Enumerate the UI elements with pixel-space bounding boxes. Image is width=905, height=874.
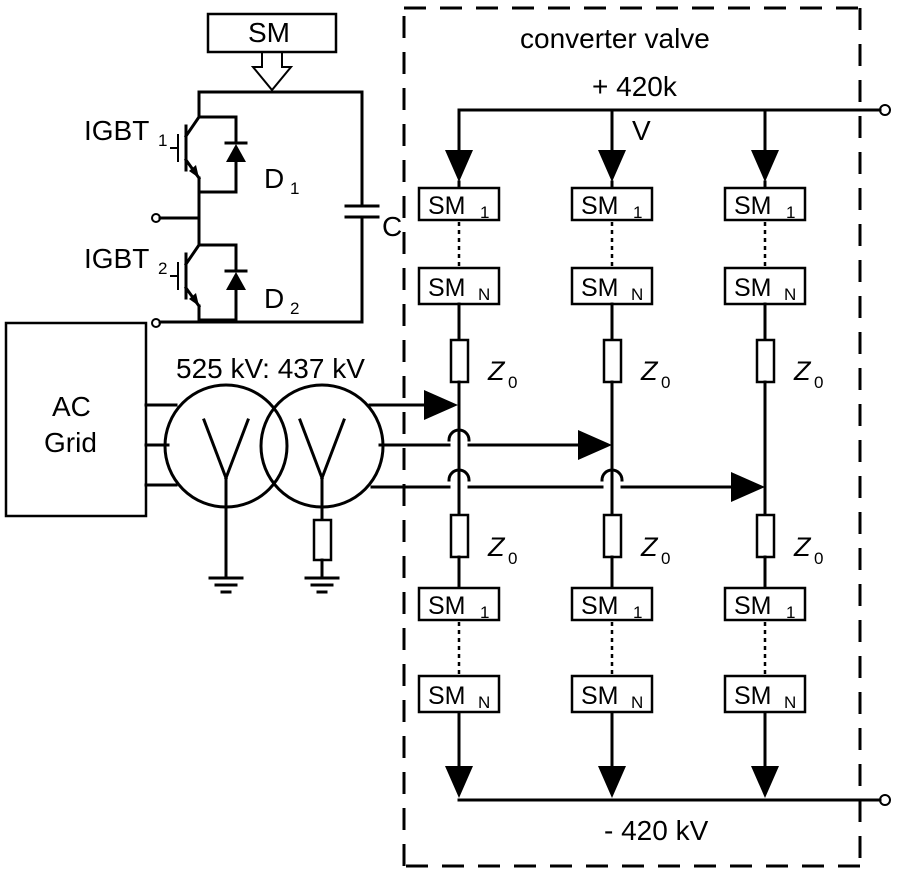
positive-dc-bus — [445, 104, 891, 182]
impedance-subscript: 0 — [814, 549, 823, 568]
sm-header-box — [206, 12, 338, 54]
impedance-label: Z — [793, 356, 812, 386]
transformer-ratio-label: 525 kV: 437 kV — [176, 353, 365, 384]
smn-subscript: N — [784, 693, 796, 712]
lower-arm-c-sm1-box — [723, 586, 807, 622]
positive-voltage-unit: V — [632, 115, 651, 146]
impedance-subscript: 0 — [661, 549, 670, 568]
lower-arm-a-sm1-box — [417, 586, 501, 622]
impedance-label: Z — [640, 532, 659, 562]
diode1-symbol — [197, 115, 248, 194]
sm-box-labels: SM 1 SM 1 SM 1 SM N SM N SM N SM 1 SM 1 … — [428, 192, 796, 712]
upper-arm-c-impedance — [755, 338, 776, 384]
sm1-label: SM — [734, 192, 772, 220]
sm1-label: SM — [581, 592, 619, 620]
ac-grid-box — [4, 321, 148, 518]
igbt2-label: IGBT — [84, 243, 149, 274]
lower-arm-b-sm1-box — [570, 586, 654, 622]
impedance-label: Z — [640, 356, 659, 386]
upper-arm-b-sm1-box — [570, 186, 654, 222]
phase-leg-c — [723, 180, 807, 714]
sm-terminal-bottom — [151, 318, 161, 328]
positive-voltage-label: + 420k — [592, 71, 678, 102]
igbt2-subscript: 2 — [158, 259, 167, 278]
upper-arm-b-smn-box — [570, 266, 654, 306]
sm-terminal-mid — [151, 213, 161, 223]
negative-dc-bus — [445, 708, 891, 806]
phase-leg-b — [570, 180, 654, 714]
lower-arm-c-impedance — [755, 513, 776, 559]
sm-header-label: SM — [248, 17, 290, 48]
impedance-label: Z — [487, 532, 506, 562]
impedance-subscript: 0 — [814, 373, 823, 392]
impedance-subscript: 0 — [508, 373, 517, 392]
igbt1-subscript: 1 — [158, 131, 167, 150]
diode2-symbol — [197, 243, 248, 322]
sm1-label: SM — [581, 192, 619, 220]
impedance-subscript: 0 — [661, 373, 670, 392]
upper-arm-a-impedance — [449, 338, 470, 384]
smn-subscript: N — [478, 285, 490, 304]
transformer-symbol — [144, 383, 385, 594]
smn-label: SM — [428, 682, 466, 710]
smn-label: SM — [734, 274, 772, 302]
sm1-subscript: 1 — [480, 603, 489, 622]
smn-subscript: N — [631, 285, 643, 304]
sm1-subscript: 1 — [633, 203, 642, 222]
smn-subscript: N — [478, 693, 490, 712]
grounding-resistor — [312, 518, 333, 562]
negative-voltage-label: - 420 kV — [604, 815, 709, 846]
igbt2-symbol — [170, 242, 202, 309]
lower-arm-a-smn-box — [417, 674, 501, 714]
impedance-labels: Z 0 Z 0 Z 0 Z 0 Z 0 Z 0 — [487, 356, 823, 568]
lower-arm-b-smn-box — [570, 674, 654, 714]
smn-subscript: N — [784, 285, 796, 304]
ac-phase-connections — [368, 390, 765, 502]
smn-label: SM — [428, 274, 466, 302]
sm1-subscript: 1 — [633, 603, 642, 622]
diode2-subscript: 2 — [290, 299, 299, 318]
upper-arm-c-sm1-box — [723, 186, 807, 222]
submodule-detail — [151, 12, 380, 328]
converter-valve-label: converter valve — [520, 23, 710, 54]
sm1-label: SM — [428, 592, 466, 620]
ground-symbol-secondary — [304, 576, 340, 594]
impedance-subscript: 0 — [508, 549, 517, 568]
sm1-subscript: 1 — [480, 203, 489, 222]
lower-arm-b-impedance — [602, 513, 623, 559]
positive-terminal — [879, 104, 891, 116]
smn-label: SM — [581, 274, 619, 302]
smn-label: SM — [734, 682, 772, 710]
sm-hollow-arrow — [250, 51, 294, 92]
sm1-label: SM — [734, 592, 772, 620]
capacitor-label: C — [382, 211, 402, 242]
converter-valve-enclosure — [402, 6, 862, 868]
smn-subscript: N — [631, 693, 643, 712]
negative-terminal — [879, 794, 891, 806]
sm1-label: SM — [428, 192, 466, 220]
igbt1-symbol — [170, 114, 202, 181]
sm1-subscript: 1 — [786, 603, 795, 622]
diode1-subscript: 1 — [290, 179, 299, 198]
ground-symbol-primary — [208, 576, 244, 594]
igbt1-label: IGBT — [84, 115, 149, 146]
lower-arm-c-smn-box — [723, 674, 807, 714]
ac-grid-label-2: Grid — [44, 427, 97, 458]
diode1-label: D — [264, 163, 284, 194]
diode2-label: D — [264, 283, 284, 314]
impedance-label: Z — [487, 356, 506, 386]
impedance-label: Z — [793, 532, 812, 562]
phase-leg-a — [417, 180, 501, 714]
lower-arm-a-impedance — [449, 513, 470, 559]
ac-grid-label-1: AC — [52, 391, 91, 422]
smn-label: SM — [581, 682, 619, 710]
upper-arm-a-sm1-box — [417, 186, 501, 222]
upper-arm-b-impedance — [602, 338, 623, 384]
sm1-subscript: 1 — [786, 203, 795, 222]
